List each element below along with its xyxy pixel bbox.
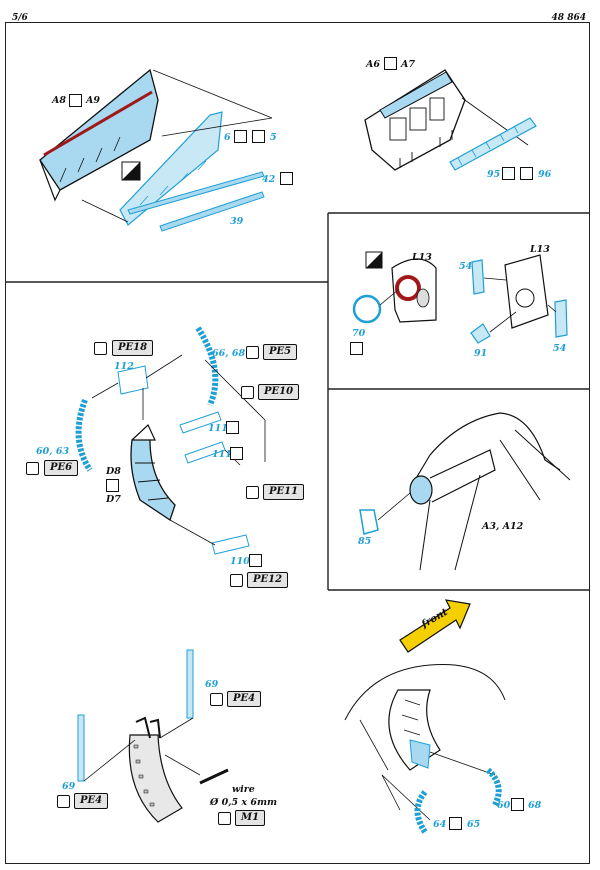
photo-etch-symbol (246, 346, 259, 359)
tag-m1: M1 (235, 810, 266, 826)
bend-symbol (249, 554, 262, 567)
page-number: 5/6 (12, 13, 28, 23)
wing-section-drawing (39, 68, 273, 232)
photo-etch-symbol (218, 812, 231, 825)
label-part-5: 5 (270, 132, 277, 143)
photo-etch-symbol (26, 462, 39, 475)
label-part-64: 64 (433, 819, 447, 830)
photo-etch-symbol (230, 574, 243, 587)
label-a8: A8 (52, 95, 66, 106)
tag-pe10: PE10 (258, 384, 300, 400)
tag-pe12: PE12 (247, 572, 289, 588)
tag-pe18: PE18 (112, 340, 154, 356)
either-or-symbol (252, 130, 265, 143)
photo-etch-symbol (57, 795, 70, 808)
label-part-60-63: 60, 63 (36, 446, 70, 457)
label-part-69: 69 (205, 679, 219, 690)
photo-etch-symbol (246, 486, 259, 499)
label-part-96: 96 (538, 169, 552, 180)
label-part-91: 91 (474, 348, 488, 359)
label-wire-spec: Ø 0,5 x 6mm (210, 797, 278, 808)
bend-symbol (234, 130, 247, 143)
label-wire: wire (232, 784, 255, 795)
either-or-symbol (449, 817, 462, 830)
label-part-85: 85 (358, 536, 372, 547)
either-or-symbol (106, 479, 119, 492)
either-or-symbol (69, 94, 82, 107)
label-a7: A7 (401, 59, 415, 70)
wheel-well-drawing (75, 326, 266, 555)
label-part-6: 6 (224, 132, 231, 143)
photo-etch-symbol (210, 693, 223, 706)
label-part-60: 60 (497, 800, 511, 811)
either-or-symbol (520, 167, 533, 180)
bend-symbol (280, 172, 293, 185)
label-part-69: 69 (62, 781, 76, 792)
tag-pe11: PE11 (263, 484, 305, 500)
bottom-well-drawing (77, 649, 229, 823)
label-part-68: 68 (528, 800, 542, 811)
photo-etch-symbol (241, 386, 254, 399)
label-part-54: 54 (553, 343, 567, 354)
either-or-symbol (511, 798, 524, 811)
label-part-110: 110 (230, 556, 250, 567)
label-d8: D8 (106, 466, 121, 477)
label-l13: L13 (530, 244, 550, 255)
label-part-39: 39 (230, 216, 244, 227)
l13-assembly-drawing (352, 251, 568, 344)
catalog-number: 48 864 (551, 13, 586, 23)
label-d7: D7 (106, 494, 121, 505)
either-or-symbol (384, 57, 397, 70)
label-part-111: 111 (212, 449, 232, 460)
label-part-65: 65 (467, 819, 481, 830)
label-part-42: 42 (262, 174, 276, 185)
bend-symbol (350, 342, 363, 355)
label-part-54: 54 (459, 261, 473, 272)
label-a6: A6 (366, 59, 380, 70)
label-part-112: 112 (114, 361, 134, 372)
bend-symbol (230, 447, 243, 460)
tag-pe4: PE4 (74, 793, 109, 809)
tag-pe5: PE5 (263, 344, 298, 360)
tag-pe4: PE4 (227, 691, 262, 707)
label-part-95: 95 (487, 169, 501, 180)
bend-symbol (502, 167, 515, 180)
label-l13: L13 (412, 252, 432, 263)
front-view-drawing (344, 599, 506, 834)
instruction-sheet-frame (5, 22, 590, 864)
label-part-70: 70 (352, 328, 366, 339)
wheel-bay-drawing (364, 69, 537, 171)
photo-etch-symbol (94, 342, 107, 355)
label-part-66-68: 66, 68 (212, 348, 246, 359)
nacelle-drawing (359, 412, 571, 571)
tag-pe6: PE6 (44, 460, 79, 476)
label-a9: A9 (86, 95, 100, 106)
bend-symbol (226, 421, 239, 434)
label-a3-a12: A3, A12 (482, 521, 524, 532)
label-part-111: 111 (208, 423, 228, 434)
